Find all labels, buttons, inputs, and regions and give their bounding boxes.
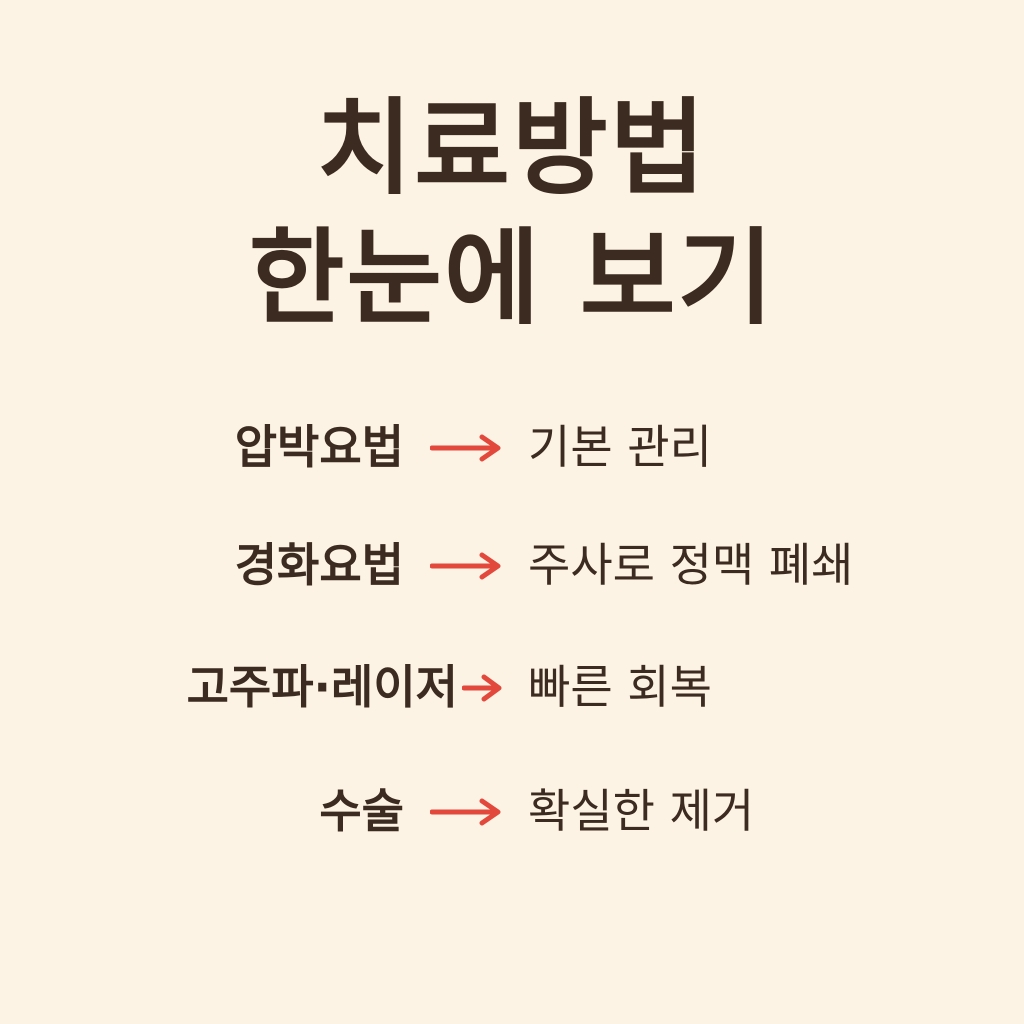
treatment-effect: 빠른 회복 — [528, 660, 712, 714]
right-arrow-icon — [430, 434, 501, 462]
treatment-method: 수술 — [319, 784, 404, 838]
treatment-method: 경화요법 — [234, 538, 404, 592]
treatment-effect: 주사로 정맥 폐쇄 — [528, 538, 854, 592]
title-line-1: 치료방법 — [316, 87, 708, 209]
treatment-effect: 확실한 제거 — [528, 784, 755, 838]
treatment-row: 경화요법 주사로 정맥 폐쇄 — [0, 530, 1024, 600]
treatment-row: 압박요법 기본 관리 — [0, 412, 1024, 482]
right-arrow-icon — [430, 798, 501, 826]
treatment-effect: 기본 관리 — [528, 420, 712, 474]
treatment-method: 압박요법 — [234, 420, 404, 474]
treatment-method: 고주파·레이저 — [186, 660, 458, 714]
title-line-2: 한눈에 보기 — [248, 217, 776, 339]
treatment-row: 고주파·레이저 빠른 회복 — [0, 652, 1024, 722]
treatment-row: 수술 확실한 제거 — [0, 776, 1024, 846]
right-arrow-icon — [462, 674, 502, 702]
right-arrow-icon — [430, 552, 501, 580]
